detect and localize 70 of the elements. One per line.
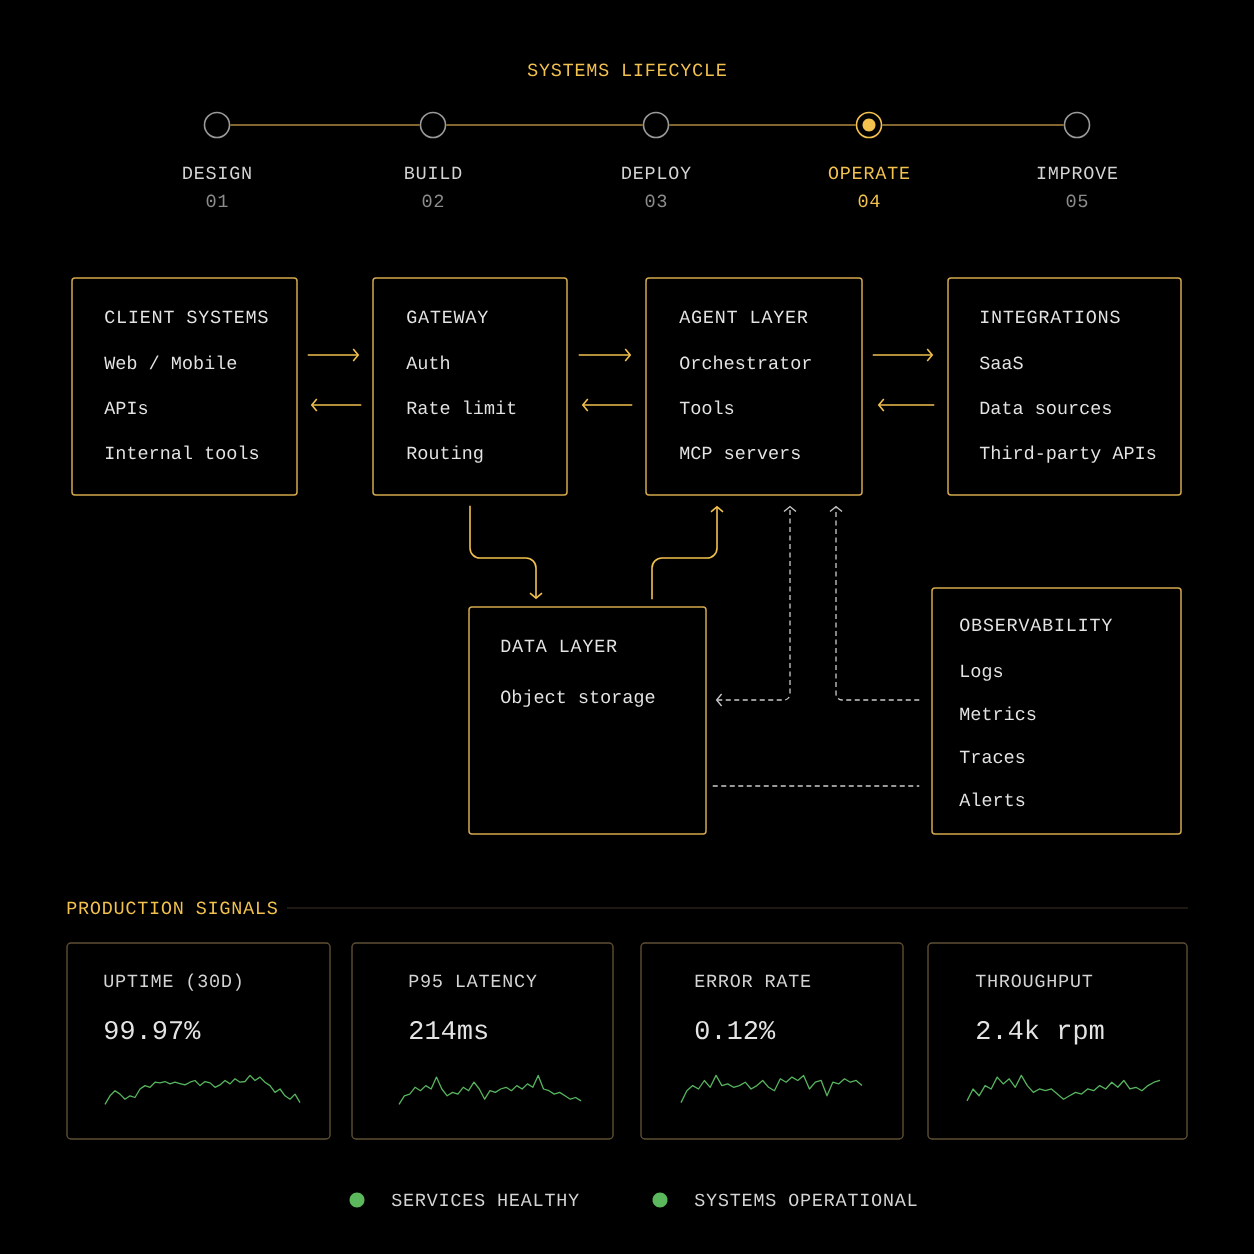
list-item: Auth <box>406 355 449 370</box>
status-text: SYSTEMS OPERATIONAL <box>694 1193 917 1207</box>
metric-value: 0.12% <box>695 1020 776 1040</box>
metric-value: 99.97% <box>105 1020 201 1040</box>
box-heading: OBSERVABILITY <box>960 618 1113 632</box>
stage-name: IMPROVE <box>1037 166 1118 180</box>
stage-number: 02 <box>422 194 444 208</box>
stage-number: 03 <box>645 194 667 208</box>
list-item: APIs <box>104 401 148 415</box>
timeline-line <box>668 124 857 126</box>
list-item: Metrics <box>960 706 1036 721</box>
list-item: Object storage <box>501 689 655 707</box>
metric-card <box>640 942 904 1140</box>
arrow <box>871 348 934 362</box>
list-item: SaaS <box>979 356 1023 370</box>
metric-card <box>351 942 614 1140</box>
arrow <box>877 398 936 412</box>
arrow <box>310 398 363 412</box>
dashed-line <box>712 785 920 787</box>
box-heading: CLIENT SYSTEMS <box>105 310 268 324</box>
diagram-title: SYSTEMS LIFECYCLE <box>527 63 726 77</box>
list-item: Alerts <box>959 792 1025 807</box>
arrow <box>469 504 543 600</box>
metric-value: 214ms <box>410 1020 487 1040</box>
arrow <box>581 398 634 412</box>
section-heading: PRODUCTION SIGNALS <box>67 901 277 915</box>
stage-number: 05 <box>1066 194 1088 208</box>
box-heading: DATA LAYER <box>501 639 617 652</box>
layer-box <box>931 587 1182 835</box>
metric-card <box>66 942 331 1140</box>
arrow <box>306 348 360 362</box>
layer-box <box>645 277 863 496</box>
layer-box <box>372 277 568 496</box>
metric-value: 2.4k rpm <box>977 1019 1104 1045</box>
list-item: Data sources <box>980 401 1111 415</box>
stage-number: 04 <box>858 194 880 208</box>
metric-label: THROUGHPUT <box>975 974 1093 988</box>
metric-label: UPTIME (30D) <box>104 973 241 991</box>
double-headed-arrow <box>715 505 797 707</box>
box-heading: GATEWAY <box>407 310 488 324</box>
layer-box <box>468 606 707 835</box>
arrow <box>829 505 920 701</box>
timeline-line <box>881 124 1065 126</box>
layer-box <box>947 277 1182 496</box>
metric-label: P95 LATENCY <box>409 974 537 988</box>
list-item: Traces <box>959 750 1025 764</box>
stage-name: DESIGN <box>183 166 251 180</box>
list-item: Web / Mobile <box>104 355 237 370</box>
box-heading: AGENT LAYER <box>679 310 808 324</box>
arrow <box>651 505 724 601</box>
metric-label: ERROR RATE <box>695 974 811 988</box>
list-item: Routing <box>407 445 483 463</box>
arrow <box>577 348 632 362</box>
timeline-line <box>445 124 644 126</box>
timeline-line <box>229 124 421 126</box>
list-item: Orchestrator <box>680 355 811 370</box>
status-text: SERVICES HEALTHY <box>391 1193 579 1207</box>
list-item: Rate limit <box>407 400 516 415</box>
stage-name: BUILD <box>405 166 462 180</box>
list-item: Third-party APIs <box>979 445 1156 463</box>
list-item: Internal tools <box>106 445 259 460</box>
list-item: Tools <box>679 400 734 415</box>
metric-card <box>927 942 1188 1140</box>
stage-number: 01 <box>206 194 228 208</box>
list-item: Logs <box>961 664 1003 681</box>
box-heading: INTEGRATIONS <box>981 310 1120 324</box>
list-item: MCP servers <box>680 446 800 460</box>
layer-box <box>71 277 298 496</box>
stage-name: OPERATE <box>828 166 910 180</box>
stage-name: DEPLOY <box>622 166 691 180</box>
